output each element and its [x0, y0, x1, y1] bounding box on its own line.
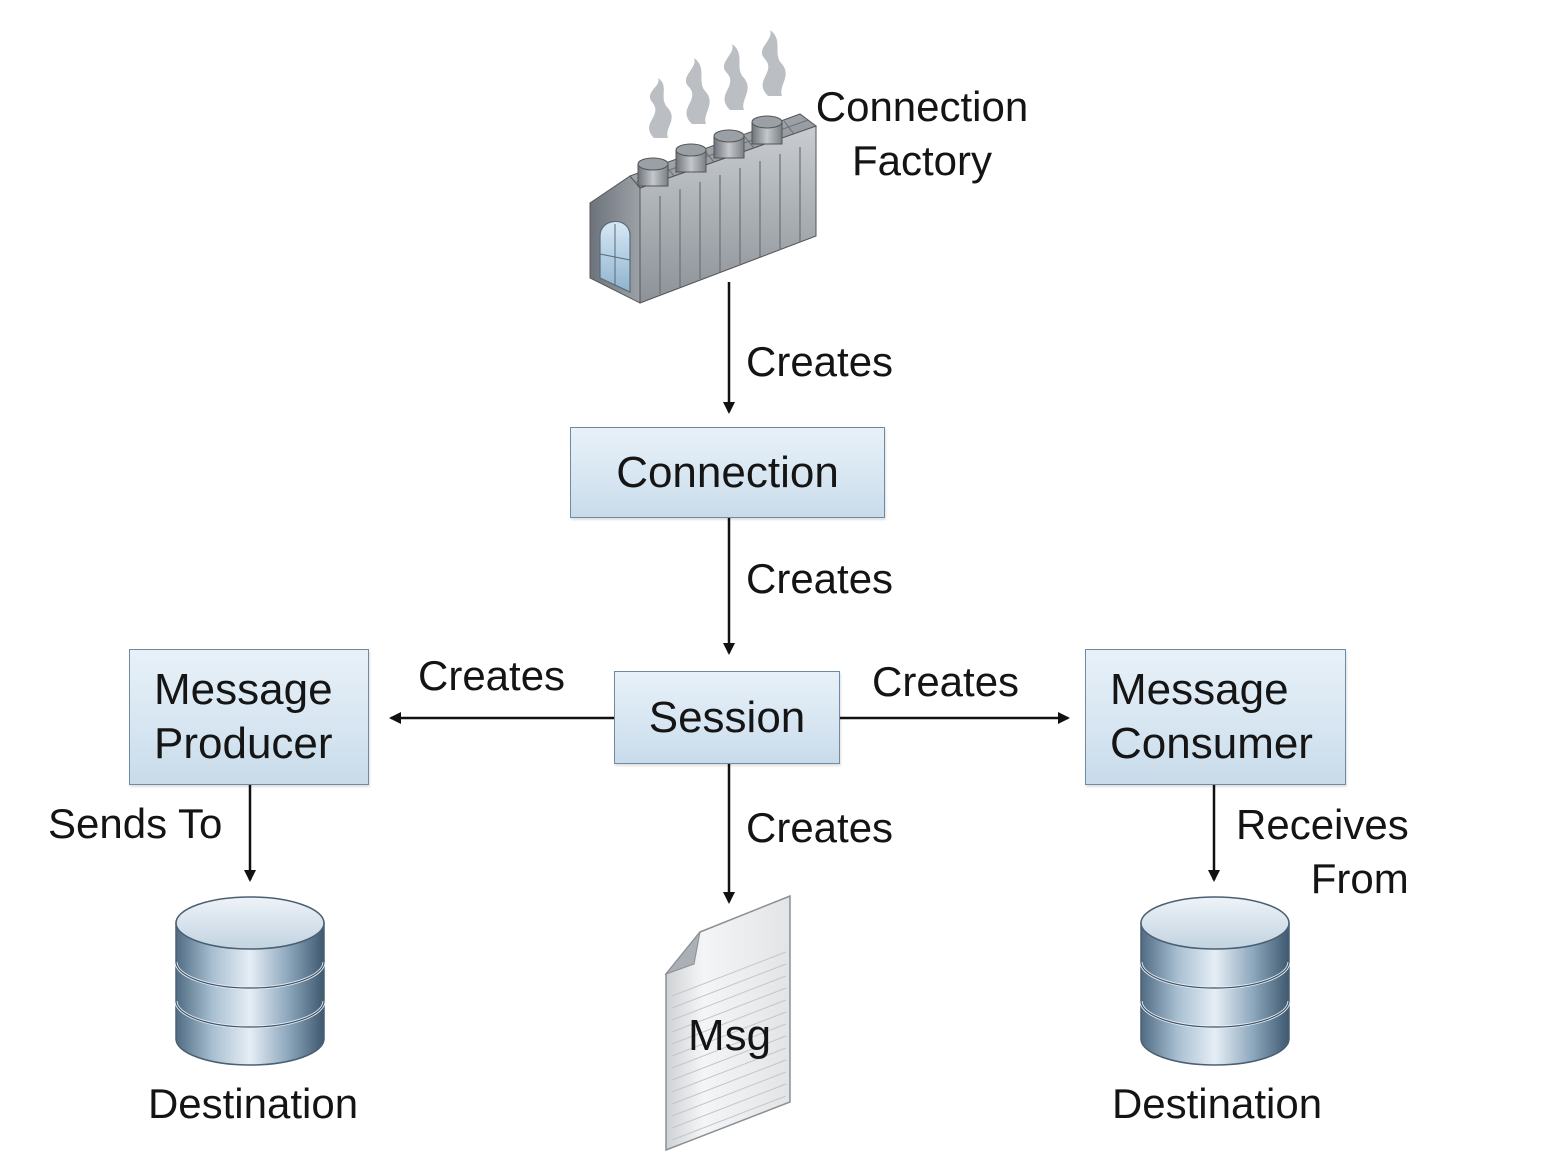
connection-factory-label-line1: Connection — [815, 83, 1029, 130]
destination-right-label: Destination — [1111, 1080, 1323, 1127]
factory-icon — [589, 30, 818, 304]
session-box: Session — [614, 671, 840, 764]
connection-factory-label-line2: Factory — [851, 137, 993, 184]
connection-factory-label: Connection Factory — [806, 80, 1038, 188]
edge-label-session-to-producer: Creates — [418, 652, 566, 699]
edge-label-session-to-consumer: Creates — [872, 658, 1020, 705]
message-consumer-label-line2: Consumer — [1110, 719, 1313, 768]
message-consumer-box: Message Consumer — [1085, 649, 1346, 785]
database-icon — [1139, 896, 1291, 1066]
message-consumer-label-line1: Message — [1110, 665, 1289, 715]
edge-label-session-to-msg: Creates — [746, 804, 894, 851]
edge-label-connection-to-session: Creates — [746, 555, 894, 602]
edge-label-consumer-line2: From — [1310, 855, 1409, 902]
session-box-label: Session — [648, 692, 806, 742]
edge-label-consumer-from-destination: Receives From — [1236, 798, 1409, 906]
edge-label-consumer-line1: Receives — [1236, 801, 1409, 848]
message-producer-label-line2: Producer — [154, 719, 333, 768]
connection-box-label: Connection — [616, 447, 839, 497]
message-producer-label-line1: Message — [154, 665, 333, 715]
connection-box: Connection — [570, 427, 885, 518]
document-icon — [664, 894, 791, 1152]
edge-label-factory-to-connection: Creates — [746, 338, 894, 385]
msg-label: Msg — [688, 1011, 772, 1060]
message-producer-box: Message Producer — [129, 649, 369, 785]
database-icon — [174, 896, 326, 1066]
edge-label-producer-to-destination: Sends To — [48, 800, 223, 847]
destination-left-label: Destination — [147, 1080, 359, 1127]
